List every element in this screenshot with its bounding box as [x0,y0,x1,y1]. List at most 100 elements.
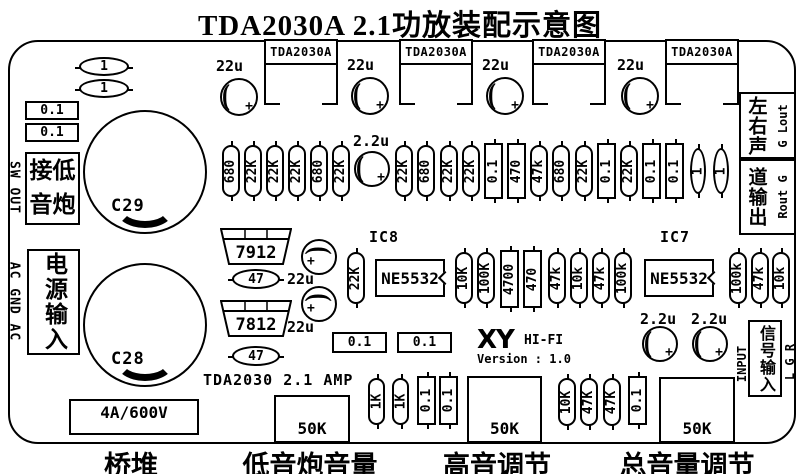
part-value: 0.1 [441,388,457,413]
part-value: 100k [730,262,746,294]
footprint-leg-left [665,65,681,105]
electrolytic-cap-22u: (+ [621,77,659,115]
resistor-680: 680 [417,141,435,201]
page-title: TDA2030A 2.1功放装配示意图 [197,10,603,42]
resistor-22K: 22K [440,141,458,201]
cap-value-label: 22u [216,57,244,75]
footprint-leg-right [322,65,338,105]
power-in-text: 电源输入 [41,252,67,352]
pcb-board-outline: SW OUT 接低 音炮 AC GND AC 电源输入 左右声 G Lout 道… [6,39,797,444]
capacitor-0.1: 0.1 [439,372,458,429]
signal-in-text: 信号输入 [757,324,774,393]
ic8-ne5532: NE5532 [375,259,453,297]
jumper-1: 1 [713,144,729,198]
footprint-leg-right [723,65,739,105]
electrolytic-cap-22u: (+ [301,239,337,275]
sub-out-text-row1: 接低 [29,158,76,183]
part-value: 1 [690,167,706,175]
caption-桥堆: 桥堆 [104,451,158,474]
capacitor-0.1: 0.1 [628,372,647,429]
footprint-leg-right [590,65,606,105]
resistor-100K: 100K [477,248,495,308]
ac-gnd-ac-label: AC GND AC [6,261,22,342]
resistor-100k: 100k [614,248,632,308]
part-value: 22K [463,159,479,183]
capacitor-470: 470 [523,246,542,312]
electrolytic-cap-2.2u: (+ [354,151,390,187]
footprint-leg-left [532,65,548,105]
sw-out-label: SW OUT [6,161,22,214]
signal-in-connector: 信号输入 [748,320,782,397]
part-value: 22K [348,266,364,290]
jumper-1: 1 [75,79,133,98]
polarity-stripe: ( [222,79,230,113]
bridge-value: 4A/600V [100,403,168,422]
lr-out-pins-top: G Lout [775,103,790,148]
tda2030a-label: TDA2030A [264,39,338,65]
part-value: 100k [615,262,631,294]
electrolytic-cap-22u: (+ [301,286,337,322]
part-value: 22K [267,159,283,183]
polarity-stripe: ( [488,78,496,112]
part-value: 10K [456,266,472,290]
electrolytic-cap-22u: (+ [220,78,258,116]
plus-mark: + [511,98,519,113]
ic8-ref: IC8 [369,228,400,246]
resistor-22K: 22K [620,141,638,201]
pot-value: 50K [297,419,327,438]
part-value: 22K [289,159,305,183]
cap-value-label: 22u [347,56,375,74]
part-value: 470 [509,159,525,183]
plus-mark: + [307,301,315,316]
part-value: 0.1 [599,159,615,183]
part-value: 47k [531,159,547,183]
cap-value-label: 2.2u [691,310,728,328]
polarity-arc [115,341,175,381]
capacitor-0.1: 0.1 [417,372,436,429]
lr-out-pins-bottom: Rout G [775,175,790,219]
capacitor-0.1: 0.1 [642,139,661,203]
lr-out-cn-top: 左右声 [745,95,767,156]
part-value: 0.1 [40,103,64,118]
tda2030a-label: TDA2030A [665,39,739,65]
part-value: 1 [713,167,729,175]
resistor-47k: 47k [548,248,566,308]
resistor-680: 680 [222,141,240,201]
amp-silkscreen-text: TDA2030 2.1 AMP [203,371,354,389]
resistor-22K: 22K [266,141,284,201]
power-in-connector: 电源输入 [27,249,80,355]
resistor-22K: 22K [395,141,413,201]
capacitor-0.1: 0.1 [332,332,387,353]
resistor-47k: 47k [751,248,769,308]
part-value: 47 [248,348,264,364]
potentiometer-2: 50K [467,376,542,443]
part-value: 0.1 [412,335,437,350]
ic8-part: NE5532 [381,268,439,288]
jumper-47: 47 [228,269,284,289]
electrolytic-cap-2.2u: (+ [642,326,678,362]
sub-out-connector: 接低 音炮 [25,152,80,225]
capacitor-470: 470 [507,139,526,203]
part-value: 0.1 [644,159,660,183]
plus-mark: + [646,98,654,113]
svg-text:7912: 7912 [236,243,277,263]
cap-value-label: 2.2u [353,132,390,150]
pot-value: 50K [682,419,712,438]
resistor-47k: 47k [592,248,610,308]
potentiometer-3: 50K [659,377,735,443]
part-value: 47k [549,266,565,290]
resistor-680: 680 [310,141,328,201]
capacitor-4700: 4700 [500,246,519,312]
resistor-22K: 22K [462,141,480,201]
jumper-1: 1 [75,57,133,76]
cap-value-label: 22u [287,270,315,288]
input-label: INPUT [735,345,749,383]
footprint-leg-left [399,65,415,105]
footprint-leg-right [457,65,473,105]
plus-mark: + [376,98,384,113]
electrolytic-cap-22u: (+ [351,77,389,115]
sub-out-text-row2: 音炮 [29,192,76,217]
part-value: 0.1 [40,125,64,140]
resistor-1K: 1K [392,374,409,429]
tda2030a-footprint-1: TDA2030A [264,39,338,109]
